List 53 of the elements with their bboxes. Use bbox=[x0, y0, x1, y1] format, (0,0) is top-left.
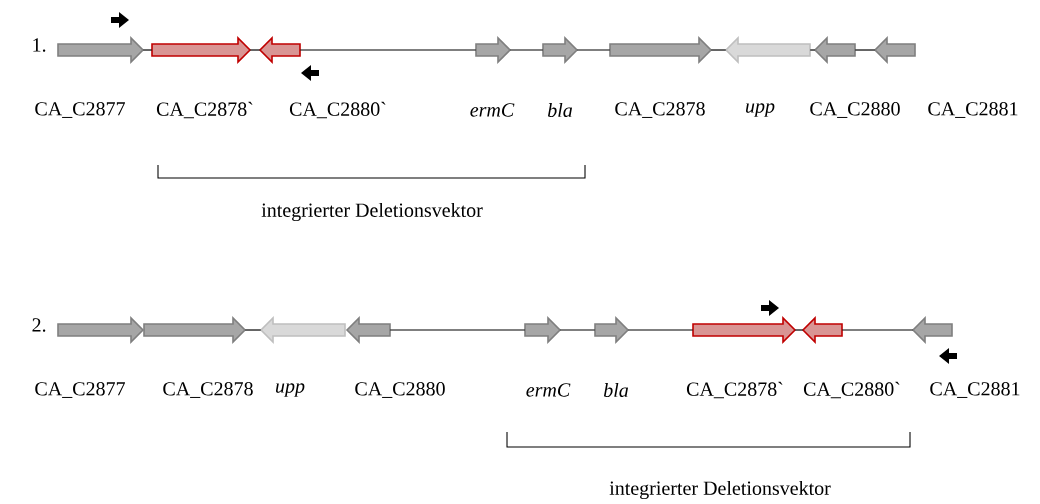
dna-line bbox=[244, 329, 262, 331]
dna-line bbox=[809, 49, 816, 51]
dna-line bbox=[854, 49, 876, 51]
dna-line bbox=[509, 49, 544, 51]
node-label: CA_C2880` bbox=[289, 101, 386, 119]
node-label: CA_C2878` bbox=[156, 101, 253, 119]
dna-line bbox=[576, 49, 611, 51]
node-label: CA_C2878 bbox=[615, 102, 705, 118]
gene: upp bbox=[259, 316, 346, 397]
node-label: CA_C2880` bbox=[803, 381, 900, 399]
gene: CA_C2878` bbox=[686, 316, 797, 399]
node-label: CA_C2881 bbox=[928, 102, 1018, 118]
node-label: bla bbox=[603, 382, 629, 398]
gene: bla bbox=[542, 36, 579, 118]
node-label: CA_C2881 bbox=[930, 382, 1020, 398]
node-label: ermC bbox=[526, 383, 571, 397]
dna-line bbox=[710, 49, 727, 51]
dna-line bbox=[627, 329, 694, 331]
node-label: CA_C2878` bbox=[686, 381, 783, 399]
gene: ermC bbox=[470, 36, 515, 117]
gene: CA_C2881 bbox=[911, 316, 1020, 398]
gene: CA_C2878` bbox=[151, 36, 253, 119]
gene: CA_C2878 bbox=[609, 36, 713, 118]
node-label: CA_C2877 bbox=[35, 382, 125, 398]
gene: upp bbox=[724, 36, 811, 117]
dna-line bbox=[299, 49, 477, 51]
node-label: CA_C2880 bbox=[355, 382, 445, 398]
gene: CA_C2880 bbox=[345, 316, 445, 398]
primer-symbol bbox=[939, 348, 957, 364]
primer-symbol bbox=[111, 12, 129, 28]
node-label: ermC bbox=[470, 103, 515, 117]
node-label: CA_C2877 bbox=[35, 102, 125, 118]
dna-line bbox=[142, 49, 153, 51]
dna-line bbox=[389, 329, 526, 331]
gene: CA_C2880` bbox=[258, 36, 386, 119]
node-label: upp bbox=[276, 383, 305, 397]
gene: bla bbox=[594, 316, 630, 398]
gene: CA_C2880` bbox=[801, 316, 900, 399]
dna-line bbox=[559, 329, 596, 331]
gene: CA_C2878 bbox=[143, 316, 253, 398]
node-label: CA_C2880 bbox=[810, 102, 900, 118]
label-text: integrierter Deletionsvektor bbox=[261, 202, 483, 222]
node-label: CA_C2878 bbox=[163, 382, 253, 398]
node-label: upp bbox=[746, 103, 775, 117]
label-text: integrierter Deletionsvektor bbox=[609, 480, 831, 500]
dna-line bbox=[249, 49, 261, 51]
dna-line bbox=[841, 329, 914, 331]
node-label: bla bbox=[547, 102, 573, 118]
dna-line bbox=[794, 329, 804, 331]
primer-symbol bbox=[301, 65, 319, 81]
gene: ermC bbox=[524, 316, 571, 397]
gene: CA_C2880 bbox=[810, 36, 900, 118]
primer-symbol bbox=[761, 300, 779, 316]
